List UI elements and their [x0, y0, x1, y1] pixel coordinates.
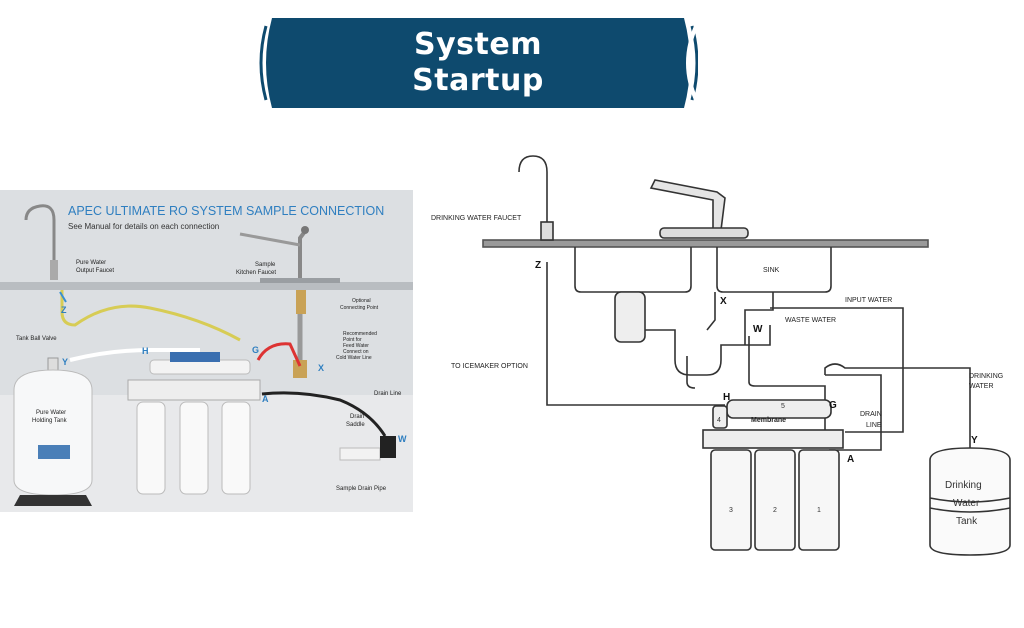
drinking-water-label-2: WATER — [969, 383, 994, 390]
schematic-letter-x: X — [720, 296, 727, 307]
drain-pipe-label: Sample Drain Pipe — [336, 486, 387, 492]
recommended-label-4: Connect on — [343, 349, 369, 355]
photo-letter-x: X — [318, 363, 324, 373]
drinking-water-label-1: DRINKING — [969, 373, 1003, 380]
photo-letter-z: Z — [61, 305, 67, 315]
ro-unit-icon — [127, 352, 261, 495]
kitchen-faucet-icon — [239, 226, 340, 283]
drain-line-label-2: LINE — [866, 422, 882, 429]
sink-label: SINK — [763, 267, 780, 274]
photo-subtitle: See Manual for details on each connectio… — [68, 222, 219, 231]
photo-letter-g: G — [252, 345, 259, 355]
photo-letter-a: A — [262, 394, 269, 404]
stage-number-2: 2 — [773, 507, 777, 514]
schematic-letter-w: W — [753, 324, 763, 335]
tank-label-2: Water — [953, 498, 980, 509]
drinking-faucet-icon — [518, 155, 548, 240]
pure-water-faucet-icon — [24, 204, 58, 280]
schematic-letter-z: Z — [535, 260, 541, 271]
schematic-letter-y: Y — [971, 435, 978, 446]
tank-label-1: Drinking — [945, 480, 982, 491]
stage-number-1: 1 — [817, 507, 821, 514]
photo-letter-h: H — [142, 346, 149, 356]
page-title: System Startup — [258, 18, 698, 108]
drain-saddle-label-1: Drain — [350, 414, 364, 420]
sink-basin — [574, 247, 692, 293]
pure-water-tank-icon — [13, 357, 93, 506]
faucet-label-2: Output Faucet — [76, 268, 114, 274]
schematic-letter-a: A — [847, 454, 854, 465]
tank-label-1: Pure Water — [36, 410, 66, 416]
schematic-letter-h: H — [723, 392, 730, 403]
membrane-label: Membrane — [751, 417, 786, 424]
recommended-label-2: Point for — [343, 337, 362, 343]
title-line-2: Startup — [412, 63, 544, 98]
recommended-label-5: Cold Water Line — [336, 355, 372, 361]
stage-number-5: 5 — [781, 403, 785, 410]
recommended-label-3: Feed Water — [343, 343, 369, 349]
drain-pipe-icon — [339, 436, 396, 461]
title-line-1: System — [414, 27, 542, 62]
stage-number-4: 4 — [717, 417, 721, 424]
faucet-label-1: Pure Water — [76, 260, 106, 266]
photo-letter-y: Y — [62, 357, 68, 367]
drain-line-label-1: DRAIN — [860, 411, 882, 418]
kitchen-faucet-icon — [649, 179, 726, 231]
icemaker-label: TO ICEMAKER OPTION — [451, 363, 528, 370]
optional-label-1: Optional — [352, 298, 371, 304]
ro-schematic-diagram: DRINKING WATER FAUCET SINK INPUT WATER W… — [431, 155, 1011, 556]
tank-label-3: Tank — [956, 516, 978, 527]
stage-number-3: 3 — [729, 507, 733, 514]
drain-saddle-label-2: Saddle — [346, 422, 365, 428]
ball-valve-label: Tank Ball Valve — [16, 336, 57, 342]
waste-water-label: WASTE WATER — [785, 317, 836, 324]
input-water-label: INPUT WATER — [845, 297, 892, 304]
tank-label-2: Holding Tank — [32, 418, 68, 424]
apec-connection-photo: APEC ULTIMATE RO SYSTEM SAMPLE CONNECTIO… — [0, 190, 413, 512]
schematic-letter-g: G — [829, 400, 837, 411]
photo-letter-w: W — [398, 434, 407, 444]
faucet-label: DRINKING WATER FAUCET — [431, 215, 522, 222]
optional-connecting-point — [296, 290, 306, 314]
drain-line-label: Drain Line — [374, 391, 402, 397]
title-banner — [259, 18, 698, 108]
photo-title: APEC ULTIMATE RO SYSTEM SAMPLE CONNECTIO… — [68, 204, 384, 218]
recommended-label-1: Recommended — [343, 331, 377, 337]
kitchen-label-1: Sample — [255, 262, 276, 268]
kitchen-label-2: Kitchen Faucet — [236, 270, 276, 276]
optional-label-2: Connecting Point — [340, 305, 379, 311]
